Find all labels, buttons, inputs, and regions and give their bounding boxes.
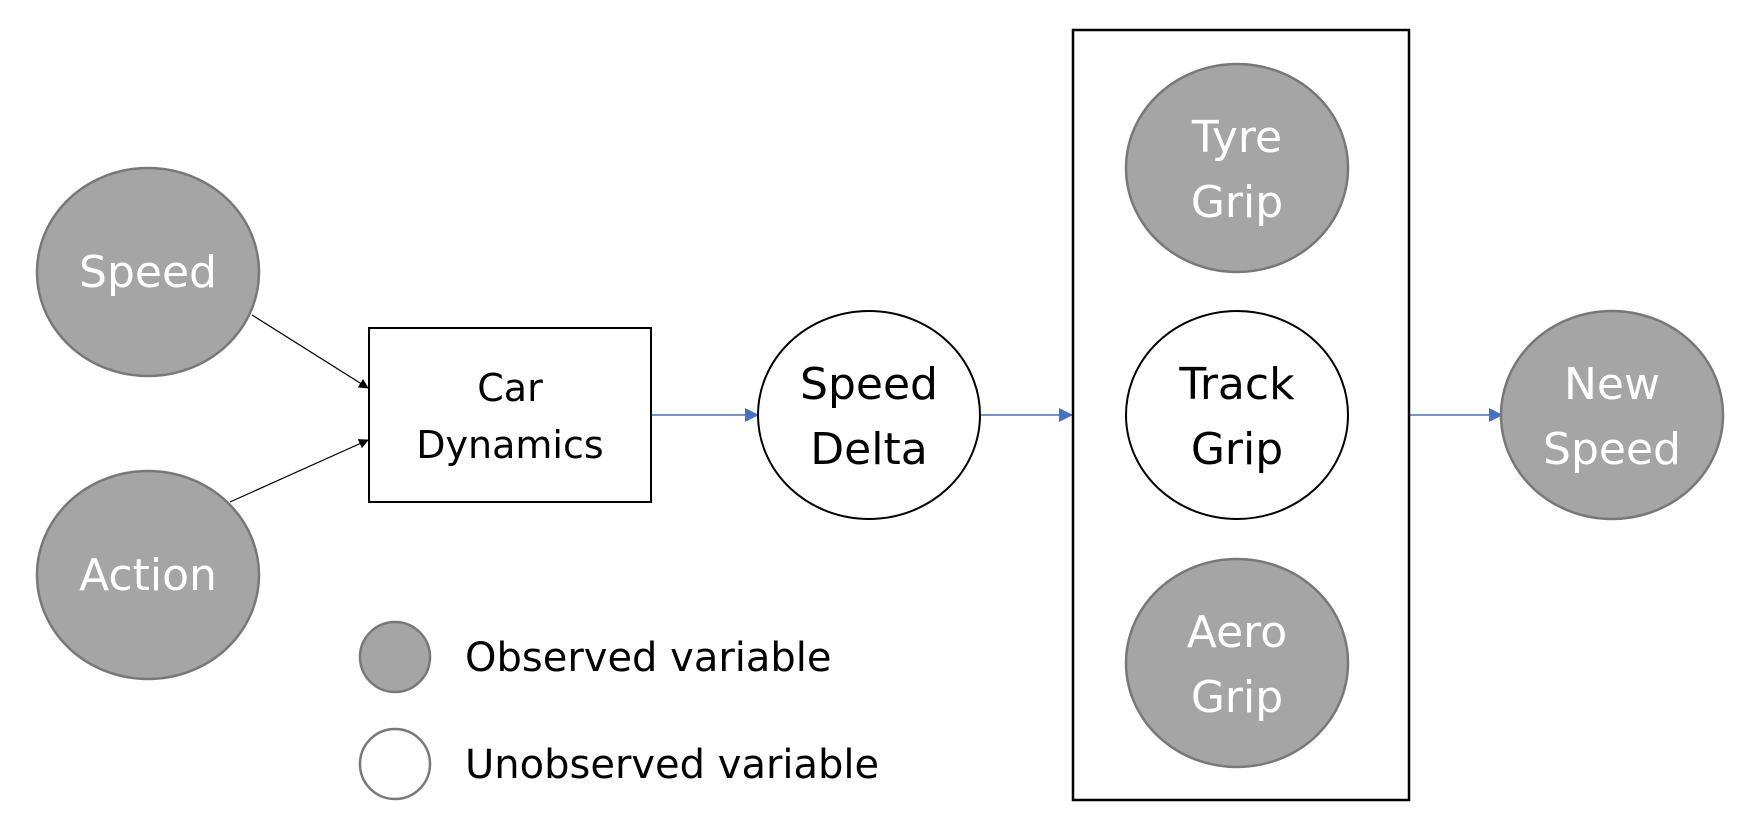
node-speed: Speed bbox=[35, 166, 261, 378]
node-track-grip-label-line2: Grip bbox=[1191, 424, 1283, 475]
edge-action-to-car-dynamics bbox=[229, 439, 369, 503]
node-tyre-grip: Tyre Grip bbox=[1124, 62, 1350, 274]
legend-observed-swatch bbox=[358, 620, 432, 694]
grip-group-box bbox=[1071, 28, 1411, 802]
node-new-speed-label-line1: New bbox=[1564, 359, 1660, 410]
legend: Observed variable Unobserved variable bbox=[358, 620, 879, 801]
node-tyre-grip-label-line2: Grip bbox=[1191, 177, 1283, 228]
legend-observed: Observed variable bbox=[358, 620, 832, 694]
node-car-dynamics: Car Dynamics bbox=[368, 327, 652, 503]
node-speed-delta: Speed Delta bbox=[757, 310, 981, 520]
node-action: Action bbox=[35, 469, 261, 681]
node-car-dynamics-label-line2: Dynamics bbox=[416, 423, 603, 467]
node-speed-delta-label-line2: Delta bbox=[810, 424, 927, 475]
legend-unobserved: Unobserved variable bbox=[358, 727, 879, 801]
legend-unobserved-label: Unobserved variable bbox=[465, 742, 879, 788]
node-track-grip-label-line1: Track bbox=[1178, 359, 1295, 410]
edge-speed-to-car-dynamics bbox=[251, 314, 369, 389]
node-speed-label: Speed bbox=[79, 247, 217, 298]
legend-observed-label: Observed variable bbox=[465, 635, 832, 681]
node-aero-grip: Aero Grip bbox=[1124, 557, 1350, 769]
node-tyre-grip-label-line1: Tyre bbox=[1191, 112, 1282, 163]
node-speed-delta-label-line1: Speed bbox=[800, 359, 938, 410]
node-car-dynamics-label-line1: Car bbox=[477, 366, 543, 410]
node-action-label: Action bbox=[79, 550, 217, 601]
node-track-grip: Track Grip bbox=[1125, 310, 1349, 520]
node-new-speed-label-line2: Speed bbox=[1543, 424, 1681, 475]
node-aero-grip-label-line2: Grip bbox=[1191, 672, 1283, 723]
legend-unobserved-swatch bbox=[358, 727, 432, 801]
node-new-speed: New Speed bbox=[1499, 309, 1725, 521]
node-aero-grip-label-line1: Aero bbox=[1187, 607, 1287, 658]
